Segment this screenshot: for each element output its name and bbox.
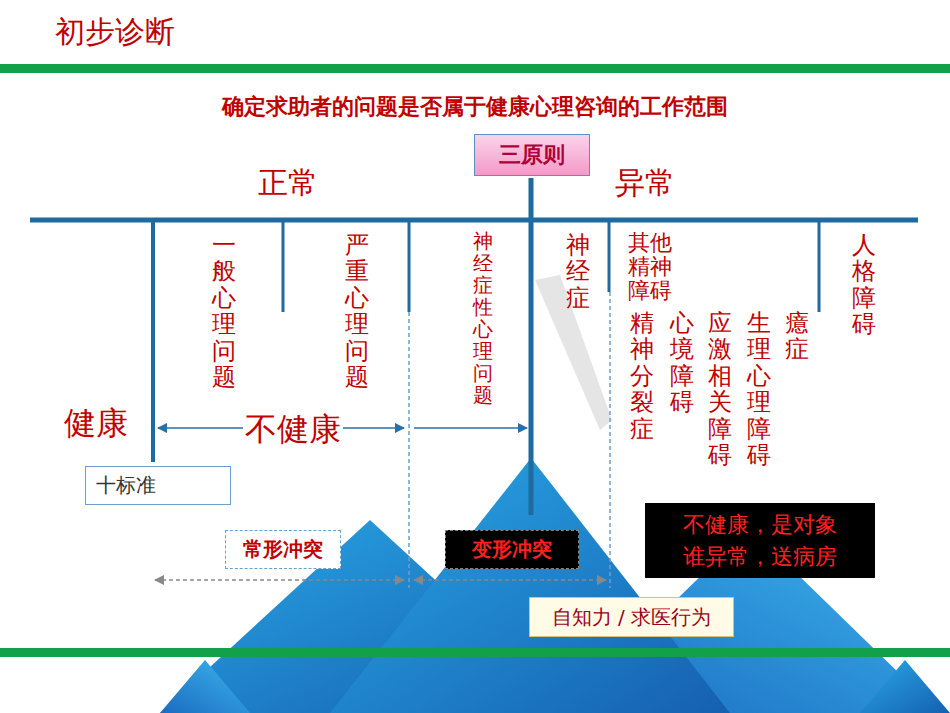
slide-title: 初步诊断: [55, 12, 175, 53]
column-label: 精神分裂症: [630, 310, 654, 442]
category-label: 正常: [258, 163, 318, 204]
mountain: [860, 660, 950, 713]
column-label: 神经症: [566, 232, 590, 311]
node-text: 自知力 / 求医行为: [552, 604, 711, 631]
range-label: 不健康: [243, 408, 343, 452]
range-label: 健康: [64, 402, 128, 446]
divider-line: [818, 220, 821, 312]
warning-box: 不健康，是对象 谁异常，送病房: [645, 503, 875, 578]
principle-box: 三原则: [474, 134, 590, 176]
axis-line: [30, 218, 918, 223]
standard-box: 十标准: [85, 466, 231, 505]
range-arrow: [155, 579, 404, 581]
range-arrow: [414, 579, 606, 581]
node-text: 十标准: [96, 472, 156, 499]
mountain: [160, 660, 250, 713]
category-label: 异常: [615, 163, 675, 204]
column-label: 癔症: [785, 310, 809, 363]
conflict-box: 常形冲突: [225, 530, 341, 569]
column-label: 人格障碍: [852, 232, 876, 338]
column-label: 严重心理问题: [345, 232, 369, 390]
green-bar: [0, 64, 950, 73]
divider-line: [608, 220, 611, 292]
node-text: 不健康，是对象 谁异常，送病房: [681, 509, 839, 573]
column-label: 心境障碍: [670, 310, 694, 416]
divider-line: [151, 220, 155, 462]
divider-line: [529, 178, 534, 515]
node-text: 三原则: [499, 140, 565, 170]
column-label: 应激相关障碍: [708, 310, 732, 468]
column-label: 一般心理问题: [212, 232, 236, 390]
dashed-line: [609, 292, 611, 588]
column-label: 神经症性心理问题: [473, 230, 493, 406]
subtitle: 确定求助者的问题是否属于健康心理咨询的工作范围: [0, 92, 950, 122]
column-label: 其他精神障碍: [628, 231, 674, 304]
divider-line: [282, 220, 285, 312]
green-bar: [0, 648, 950, 657]
node-text: 变形冲突: [472, 536, 552, 563]
node-text: 常形冲突: [243, 536, 323, 563]
conflict-box: 变形冲突: [445, 530, 579, 569]
divider-line: [408, 220, 411, 312]
factor-box: 自知力 / 求医行为: [529, 597, 734, 637]
dashed-line: [408, 312, 410, 588]
range-arrow: [414, 427, 527, 429]
column-label: 生理心理障碍: [747, 310, 771, 468]
